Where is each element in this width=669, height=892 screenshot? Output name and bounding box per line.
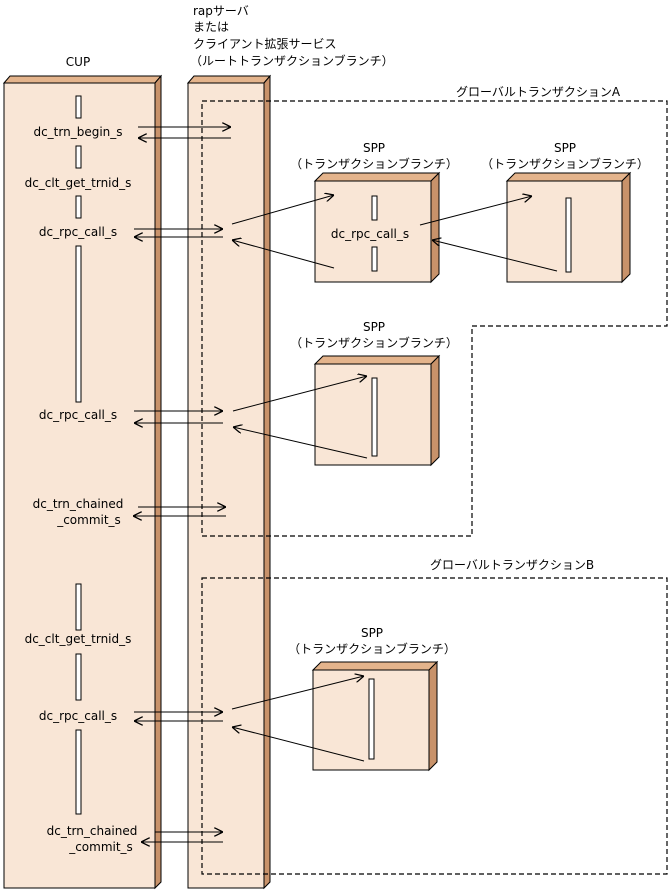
cup-activation-bar [75,653,82,701]
spp-box-top [313,355,441,365]
cup-pillar [2,74,163,890]
rap-pillar-side [263,74,271,890]
spp-activation-bar [371,246,378,272]
request-arrow [231,195,334,225]
spp-box-4: SPP （トランザクションブランチ） [288,626,456,772]
cup-call-label: dc_clt_get_trnid_s [25,632,132,646]
response-arrow [232,727,365,762]
cup-activation-bar [75,729,82,815]
spp-box-3: SPP （トランザクションブランチ） [290,320,458,467]
spp-box-side [430,354,440,467]
rap-header-label: rapサーバ または クライアント拡張サービス （ルートトランザクションブランチ… [190,4,394,68]
cup-header-label: CUP [66,55,90,69]
spp-box-top [311,661,439,671]
cup-call-label: dc_rpc_call_s [39,408,117,422]
spp-activation-bar [371,377,378,457]
spp-box-side [430,171,440,284]
request-arrow [232,376,367,412]
spp-box-title: SPP [363,141,385,155]
response-arrow [232,240,335,269]
transaction-a-region [201,100,668,537]
spp-activation-bar [368,678,375,760]
request-arrow [231,676,364,710]
spp-box-subtitle: （トランザクションブランチ） [290,156,458,171]
spp-box-title: SPP [363,320,385,334]
rap-pillar-top [186,75,272,84]
cup-pillar-side [154,74,162,890]
cup-activation-bar [75,145,82,169]
transaction-b-label: グローバルトランザクションB [430,558,594,572]
cup-pillar-top [2,75,163,84]
rap-pillar [186,74,272,890]
response-arrow [233,427,368,459]
cup-activation-bar [75,245,82,403]
spp-box-subtitle: （トランザクションブランチ） [481,156,649,171]
response-arrow [432,240,558,272]
rap-header-line-4: （ルートトランザクションブランチ） [190,53,394,68]
spp-box-subtitle: （トランザクションブランチ） [290,335,458,350]
transaction-b-region [201,577,668,875]
spp-box-2: SPP （トランザクションブランチ） [481,141,649,284]
rap-header-line-3: クライアント拡張サービス [193,37,337,51]
spp-box-top [313,172,441,182]
cup-activation-bar [75,95,82,119]
cup-call-label: dc_clt_get_trnid_s [25,176,132,190]
rap-pillar-face [187,82,265,889]
request-arrow [419,196,532,226]
cup-activation-bar [75,195,82,219]
rap-header-line-1: rapサーバ [193,4,249,18]
spp-activation-bar [565,197,572,273]
cup-call-label: _commit_s [68,840,133,854]
cup-call-label: dc_trn_begin_s [33,125,122,139]
rap-header-line-2: または [193,20,229,34]
spp-box-title: SPP [361,626,383,640]
transaction-a-label: グローバルトランザクションA [456,85,621,99]
cup-activation-bar [75,583,82,631]
cup-call-labels: dc_trn_begin_s dc_clt_get_trnid_s dc_rpc… [25,125,138,854]
cup-call-label: dc_rpc_call_s [39,709,117,723]
cup-call-label: _commit_s [56,513,121,527]
cup-activation-bars [75,95,82,815]
spp-box-side [621,171,631,284]
cup-call-label: dc_trn_chained [47,824,138,838]
spp-call-label: dc_rpc_call_s [331,227,409,241]
spp-activation-bar [371,195,378,221]
cup-call-label: dc_trn_chained [33,497,124,511]
spp-box-top [505,172,632,182]
spp-box-1: SPP （トランザクションブランチ） dc_rpc_call_s [290,141,458,284]
spp-box-face [506,180,623,283]
spp-box-title: SPP [554,141,576,155]
cup-call-label: dc_rpc_call_s [39,225,117,239]
spp-box-subtitle: （トランザクションブランチ） [288,641,456,656]
spp-box-side [428,660,438,772]
message-arrows [133,127,558,842]
